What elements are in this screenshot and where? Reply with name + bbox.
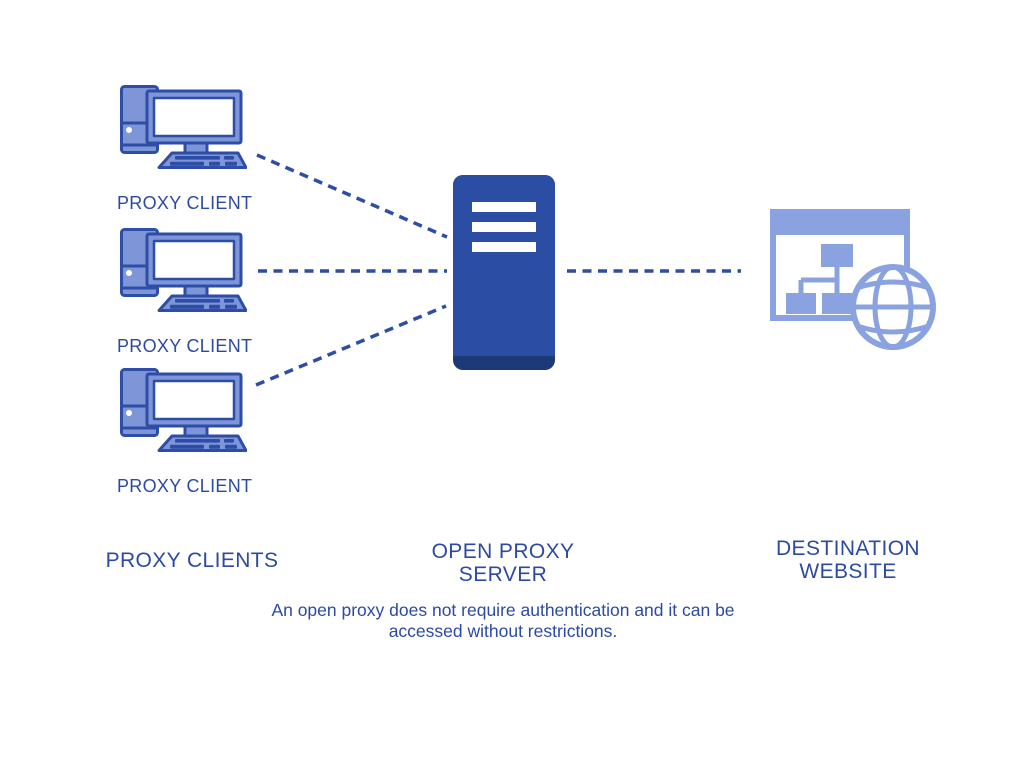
destination-website-label: DESTINATION WEBSITE [775, 537, 921, 583]
connection-proxy-client-3-to-open-proxy-server [255, 304, 447, 387]
destination-website [768, 207, 938, 358]
diagram-caption: An open proxy does not require authentic… [271, 600, 735, 641]
proxy-client-2: PROXY CLIENT [117, 226, 253, 357]
proxy-client-3-label: PROXY CLIENT [117, 476, 253, 496]
globe-icon [850, 264, 936, 350]
open-proxy-server [453, 175, 555, 375]
desktop-computer-icon [120, 85, 248, 169]
browser-sitemap-globe-icon [770, 209, 936, 350]
proxy-client-3: PROXY CLIENT [117, 366, 253, 497]
desktop-computer-icon [120, 368, 248, 452]
proxy-client-1: PROXY CLIENT [117, 83, 253, 214]
proxy-clients-group-label: PROXY CLIENTS [105, 549, 279, 572]
proxy-client-2-label: PROXY CLIENT [117, 336, 253, 356]
connection-proxy-client-1-to-open-proxy-server [256, 153, 448, 239]
proxy-client-1-label: PROXY CLIENT [117, 193, 253, 213]
open-proxy-server-label: OPEN PROXY SERVER [431, 540, 575, 586]
desktop-computer-icon [120, 228, 248, 312]
server-tower-icon [453, 175, 555, 370]
